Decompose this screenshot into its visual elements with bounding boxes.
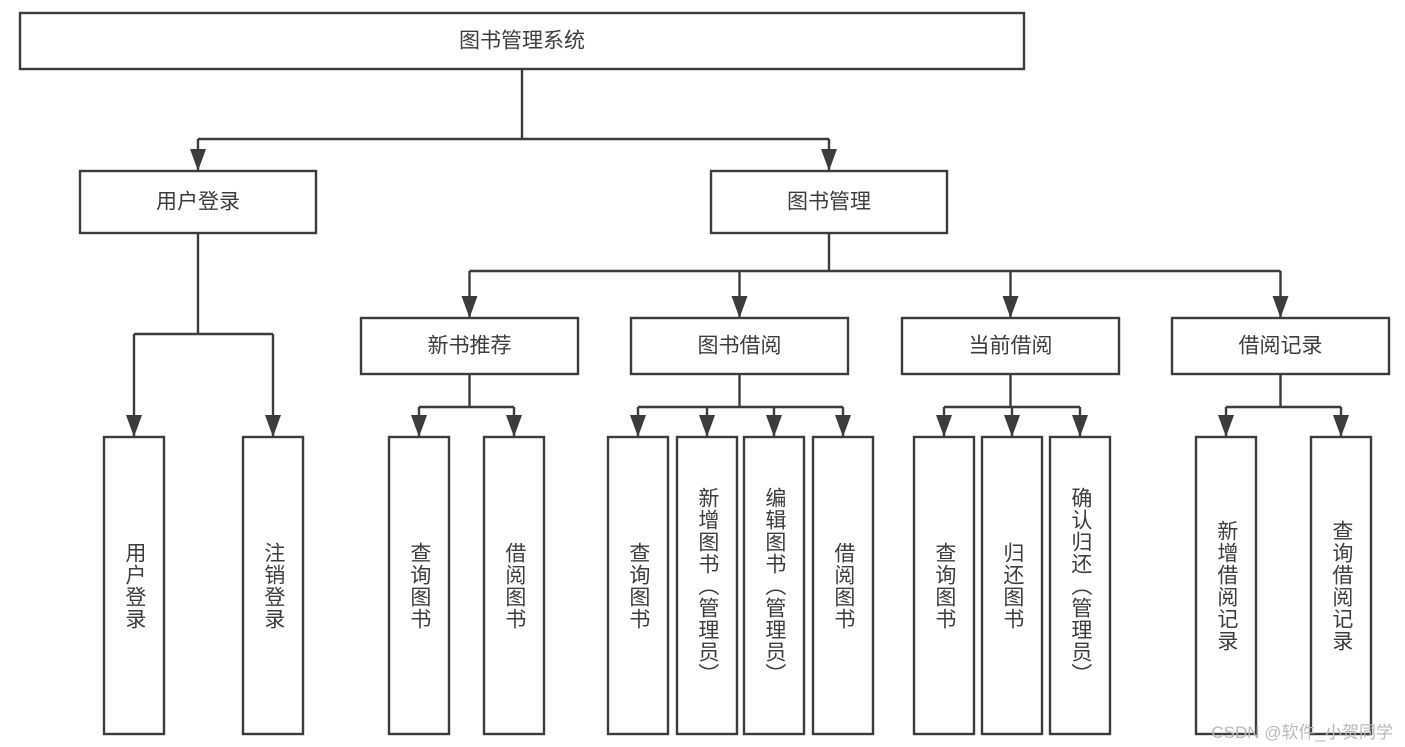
- node-box-leaf-confirm-return-admin[interactable]: [1048, 435, 1112, 736]
- connector-layer: [126, 69, 1349, 437]
- node-box-leaf-logout[interactable]: [241, 435, 305, 736]
- arrow-icon-borrow-record: [1272, 296, 1289, 318]
- node-label-book-manage: 图书管理: [787, 191, 871, 214]
- arrow-icon-leaf-return-book: [1004, 415, 1020, 437]
- node-box-new-book-recommend[interactable]: [359, 316, 580, 376]
- node-label-borrow-record: 借阅记录: [1239, 335, 1323, 358]
- node-label-new-book-recommend: 新书推荐: [428, 335, 512, 358]
- node-box-leaf-return-book[interactable]: [980, 435, 1044, 736]
- arrow-icon-leaf-query-borrow-record: [1333, 415, 1349, 437]
- arrow-icon-leaf-borrow-book: [835, 415, 851, 437]
- node-box-leaf-edit-book-admin[interactable]: [742, 435, 806, 736]
- arrow-icon-leaf-query-book-current: [936, 415, 952, 437]
- node-box-leaf-query-borrow-record[interactable]: [1309, 435, 1373, 736]
- node-box-book-manage[interactable]: [709, 169, 949, 235]
- node-label-root: 图书管理系统: [459, 30, 585, 53]
- node-label-current-borrow: 当前借阅: [969, 335, 1053, 358]
- arrow-icon-leaf-query-book-borrow: [630, 415, 646, 437]
- arrow-icon-book-manage: [821, 149, 837, 171]
- arrow-icon-leaf-borrow-book-recommend: [506, 415, 522, 437]
- arrow-icon-leaf-edit-book-admin: [766, 415, 782, 437]
- node-box-leaf-add-book-admin[interactable]: [675, 435, 739, 736]
- node-layer: [18, 11, 1391, 736]
- arrow-icon-leaf-confirm-return-admin: [1072, 415, 1088, 437]
- node-box-leaf-query-book-borrow[interactable]: [606, 435, 670, 736]
- node-box-leaf-user-login[interactable]: [102, 435, 166, 736]
- node-box-leaf-borrow-book-recommend[interactable]: [482, 435, 546, 736]
- arrow-icon-leaf-user-login: [126, 415, 142, 437]
- arrow-icon-leaf-add-borrow-record: [1218, 415, 1234, 437]
- node-box-leaf-query-book-recommend[interactable]: [387, 435, 451, 736]
- node-box-borrow-record[interactable]: [1170, 316, 1391, 376]
- arrow-icon-leaf-logout: [265, 415, 281, 437]
- node-box-leaf-query-book-current[interactable]: [912, 435, 976, 736]
- node-box-root[interactable]: [18, 11, 1026, 71]
- node-box-current-borrow[interactable]: [900, 316, 1121, 376]
- node-box-leaf-borrow-book[interactable]: [811, 435, 875, 736]
- node-box-leaf-add-borrow-record[interactable]: [1194, 435, 1258, 736]
- node-box-user-login[interactable]: [78, 169, 318, 235]
- arrow-icon-current-borrow: [1002, 296, 1019, 318]
- node-label-book-borrow: 图书借阅: [698, 335, 782, 358]
- arrow-icon-book-borrow: [731, 296, 748, 318]
- arrow-icon-leaf-query-book-recommend: [411, 415, 427, 437]
- node-label-user-login: 用户登录: [156, 191, 240, 214]
- arrow-icon-new-book-recommend: [461, 296, 478, 318]
- csdn-watermark: CSDN @软件_小贺同学: [1211, 723, 1393, 742]
- arrow-icon-user-login: [190, 149, 206, 171]
- node-box-book-borrow[interactable]: [629, 316, 850, 376]
- arrow-icon-leaf-add-book-admin: [699, 415, 715, 437]
